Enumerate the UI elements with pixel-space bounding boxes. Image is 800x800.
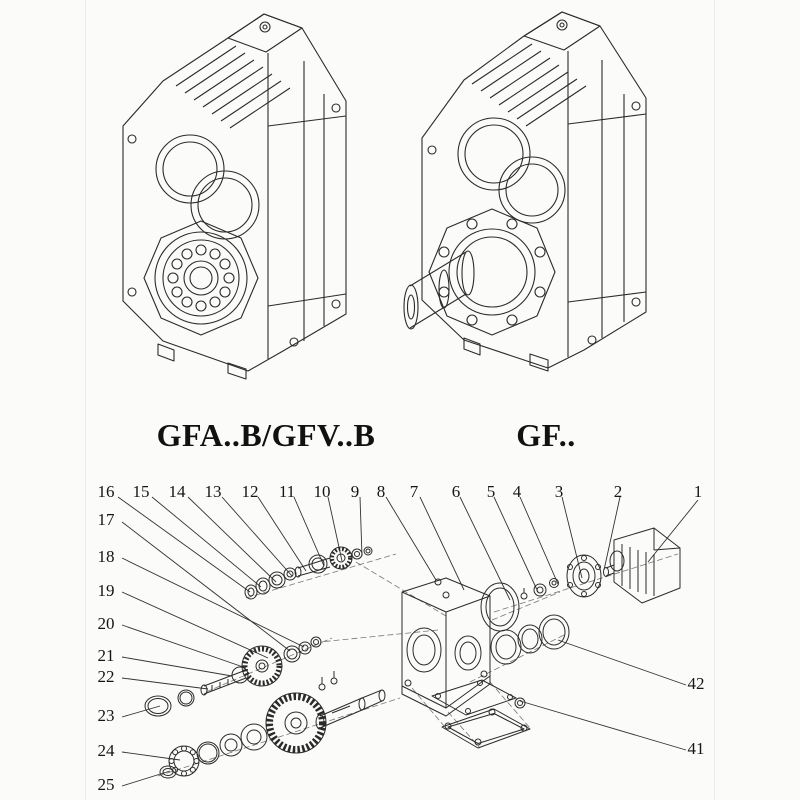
part-callout-8: 8 bbox=[376, 482, 386, 501]
motor-adapter bbox=[603, 527, 681, 604]
part-callout-16: 16 bbox=[97, 482, 115, 501]
bottom-cover bbox=[441, 708, 531, 749]
inspection-covers bbox=[155, 134, 260, 240]
exploded-parts bbox=[144, 527, 681, 779]
part-callout-1: 1 bbox=[693, 482, 703, 501]
intermediate-shaft-parts bbox=[144, 636, 322, 717]
model-label-left: GFA..B/GFV..B bbox=[156, 417, 376, 453]
part-callout-7: 7 bbox=[409, 482, 419, 501]
part-callout-6: 6 bbox=[451, 482, 461, 501]
page-edge-left bbox=[85, 0, 86, 800]
part-callout-14: 14 bbox=[168, 482, 186, 501]
part-callout-17: 17 bbox=[97, 510, 115, 529]
gasket bbox=[431, 679, 517, 716]
part-callout-41: 41 bbox=[687, 739, 705, 758]
gearbox-left-drawing bbox=[122, 13, 347, 380]
part-callout-22: 22 bbox=[97, 667, 115, 686]
input-shaft-parts bbox=[244, 546, 442, 600]
part-callout-15: 15 bbox=[132, 482, 150, 501]
part-callout-3: 3 bbox=[554, 482, 564, 501]
input-side-parts bbox=[480, 554, 602, 632]
output-shaft-parts bbox=[159, 671, 386, 779]
part-callout-25: 25 bbox=[97, 775, 115, 794]
part-callout-23: 23 bbox=[97, 706, 115, 725]
model-label-right: GF.. bbox=[516, 417, 576, 453]
exploded-view-drawing bbox=[117, 496, 699, 787]
part-callout-10: 10 bbox=[313, 482, 331, 501]
gearbox-right-housing bbox=[403, 11, 647, 372]
gear-housing bbox=[401, 577, 491, 717]
inspection-covers bbox=[457, 117, 566, 224]
part-callout-20: 20 bbox=[97, 614, 115, 633]
gearbox-right-drawing bbox=[403, 11, 647, 372]
side-cover-rings bbox=[490, 614, 570, 709]
part-callout-11: 11 bbox=[278, 482, 296, 501]
part-callout-18: 18 bbox=[97, 547, 115, 566]
part-callout-13: 13 bbox=[204, 482, 222, 501]
part-callout-9: 9 bbox=[350, 482, 360, 501]
part-callout-2: 2 bbox=[613, 482, 623, 501]
gearbox-left-housing bbox=[122, 13, 347, 380]
page-edge-right bbox=[714, 0, 715, 800]
part-callout-42: 42 bbox=[687, 674, 705, 693]
part-callout-21: 21 bbox=[97, 646, 115, 665]
part-callout-4: 4 bbox=[512, 482, 522, 501]
output-bearing-boss bbox=[143, 220, 259, 336]
part-callout-19: 19 bbox=[97, 581, 115, 600]
part-callout-5: 5 bbox=[486, 482, 496, 501]
output-shaft-flange bbox=[403, 208, 556, 336]
part-callout-24: 24 bbox=[97, 741, 115, 760]
part-callout-12: 12 bbox=[241, 482, 259, 501]
